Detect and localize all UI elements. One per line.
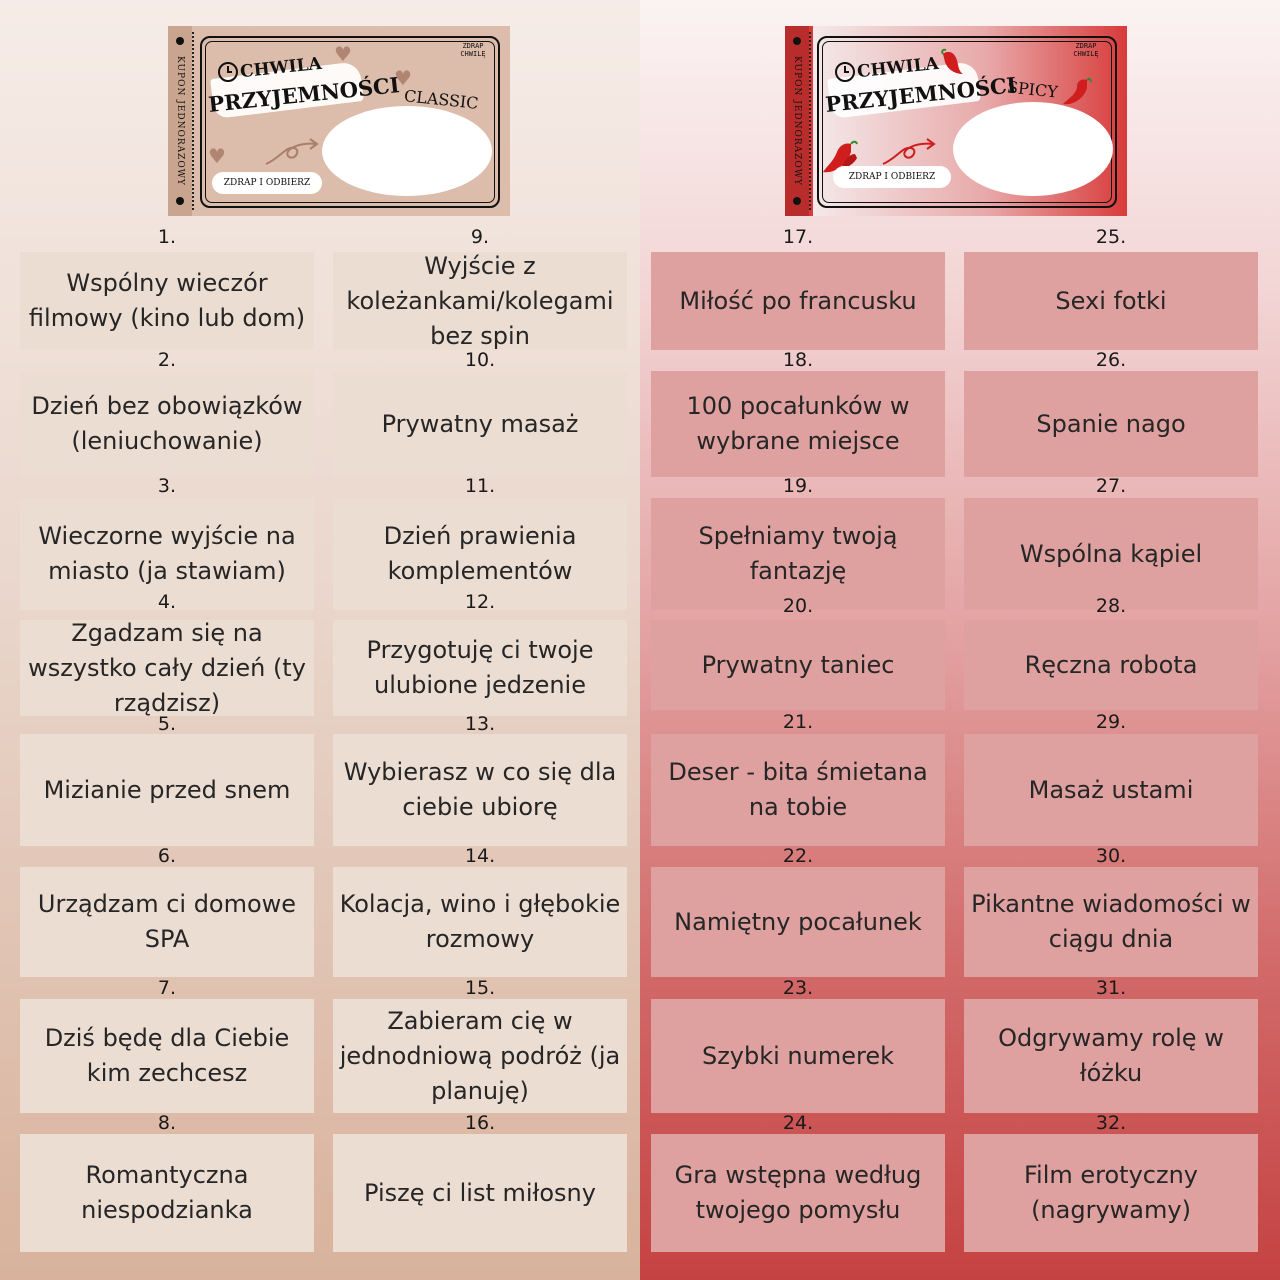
coupon-item-classic: Wyjście z koleżankami/kolegami bez spin [333, 252, 627, 350]
coupon-frame [200, 36, 500, 208]
coupon-item-spicy: Szybki numerek [651, 999, 945, 1113]
coupon-number: 5. [157, 713, 177, 735]
coupon-item-classic: Romantyczna niespodzianka [20, 1134, 314, 1252]
coupon-item-spicy: Odgrywamy rolę w łóżku [964, 999, 1258, 1113]
perforation [809, 32, 811, 210]
coupon-number: 20. [782, 595, 814, 617]
coupon-item-classic: Zabieram cię w jednodniową podróż (ja pl… [333, 999, 627, 1113]
coupon-number: 24. [782, 1112, 814, 1134]
coupon-item-spicy: Deser - bita śmietana na tobie [651, 734, 945, 846]
coupon-item-classic: Przygotuję ci twoje ulubione jedzenie [333, 620, 627, 716]
coupon-number: 11. [464, 475, 496, 497]
coupon-stub: KUPON JEDNORAZOWY [168, 26, 192, 216]
stub-label: KUPON JEDNORAZOWY [792, 56, 802, 186]
coupon-item-classic: Mizianie przed snem [20, 734, 314, 846]
coupon-number: 15. [464, 977, 496, 999]
coupon-body: CHWILA PRZYJEMNOŚCI ZDRAP CHWILĘ SPICY Z… [813, 26, 1127, 216]
coupon-number: 14. [464, 845, 496, 867]
coupon-number: 16. [464, 1112, 496, 1134]
coupon-item-classic: Piszę ci list miłosny [333, 1134, 627, 1252]
clock-icon [218, 62, 238, 82]
chili-pepper-icon [1063, 77, 1092, 105]
heart-icon: ♥ [334, 42, 352, 66]
coupon-item-classic: Wspólny wieczór filmowy (kino lub dom) [20, 252, 314, 350]
coupon-item-classic: Dzień prawienia komplementów [333, 498, 627, 610]
coupon-item-spicy: Wspólna kąpiel [964, 498, 1258, 610]
punch-hole [176, 37, 184, 45]
coupon-number: 19. [782, 475, 814, 497]
coupon-item-spicy: Film erotyczny (nagrywamy) [964, 1134, 1258, 1252]
coupon-number: 8. [157, 1112, 177, 1134]
coupon-number: 17. [782, 226, 814, 248]
coupon-number: 26. [1095, 349, 1127, 371]
coupon-item-spicy: Pikantne wiadomości w ciągu dnia [964, 867, 1258, 977]
coupon-number: 25. [1095, 226, 1127, 248]
coupon-item-classic: Urządzam ci domowe SPA [20, 867, 314, 977]
coupon-number: 31. [1095, 977, 1127, 999]
coupon-item-classic: Prywatny masaż [333, 371, 627, 477]
coupon-number: 10. [464, 349, 496, 371]
heart-icon: ♥ [394, 66, 412, 90]
coupon-number: 7. [157, 977, 177, 999]
scratch-area [322, 106, 492, 196]
coupon-number: 12. [464, 591, 496, 613]
coupon-item-spicy: Prywatny taniec [651, 620, 945, 710]
coupon-number: 9. [470, 226, 490, 248]
coupon-item-spicy: Namiętny pocałunek [651, 867, 945, 977]
clock-icon [835, 62, 855, 82]
punch-hole [176, 197, 184, 205]
coupon-item-spicy: 100 pocałunków w wybrane miejsce [651, 371, 945, 477]
coupon-number: 18. [782, 349, 814, 371]
coupon-item-spicy: Spełniamy twoją fantazję [651, 498, 945, 610]
curly-arrow-icon [882, 138, 936, 165]
chili-pepper-icon [823, 140, 858, 173]
brand-logo: ZDRAP CHWILĘ [460, 42, 486, 58]
coupon-item-classic: Zgadzam się na wszystko cały dzień (ty r… [20, 619, 314, 717]
coupon-number: 22. [782, 845, 814, 867]
punch-hole [793, 37, 801, 45]
coupon-number: 23. [782, 977, 814, 999]
perforation [192, 32, 194, 210]
coupon-item-classic: Wybierasz w co się dla ciebie ubiorę [333, 734, 627, 846]
coupon-item-classic: Wieczorne wyjście na miasto (ja stawiam) [20, 498, 314, 610]
coupon-number: 28. [1095, 595, 1127, 617]
coupon-classic: KUPON JEDNORAZOWY CHWILA PRZYJEMNOŚCI ZD… [168, 26, 510, 216]
coupon-frame [817, 36, 1117, 208]
coupon-item-spicy: Sexi fotki [964, 252, 1258, 350]
brand-logo: ZDRAP CHWILĘ [1073, 42, 1099, 58]
coupon-number: 2. [157, 349, 177, 371]
coupon-body: CHWILA PRZYJEMNOŚCI ZDRAP CHWILĘ CLASSIC… [196, 26, 510, 216]
coupon-stub: KUPON JEDNORAZOWY [785, 26, 809, 216]
coupon-number: 32. [1095, 1112, 1127, 1134]
coupon-number: 3. [157, 475, 177, 497]
coupon-item-spicy: Spanie nago [964, 371, 1258, 477]
coupon-number: 29. [1095, 711, 1127, 733]
claim-label: ZDRAP I ODBIERZ [212, 172, 322, 194]
coupon-spicy: KUPON JEDNORAZOWY CHWILA PRZYJEMNOŚCI ZD… [785, 26, 1127, 216]
coupon-number: 13. [464, 713, 496, 735]
coupon-item-spicy: Ręczna robota [964, 620, 1258, 710]
chili-pepper-icon [941, 48, 963, 74]
coupon-item-classic: Kolacja, wino i głębokie rozmowy [333, 867, 627, 977]
coupon-item-spicy: Miłość po francusku [651, 252, 945, 350]
stub-label: KUPON JEDNORAZOWY [175, 56, 185, 186]
coupon-item-classic: Dziś będę dla Ciebie kim zechcesz [20, 999, 314, 1113]
heart-icon: ♥ [208, 144, 226, 168]
coupon-number: 1. [157, 226, 177, 248]
coupon-number: 21. [782, 711, 814, 733]
coupon-item-spicy: Masaż ustami [964, 734, 1258, 846]
coupon-number: 30. [1095, 845, 1127, 867]
coupon-item-spicy: Gra wstępna według twojego pomysłu [651, 1134, 945, 1252]
coupon-number: 27. [1095, 475, 1127, 497]
scratch-area [953, 102, 1113, 196]
coupon-number: 4. [157, 591, 177, 613]
coupon-number: 6. [157, 845, 177, 867]
claim-label: ZDRAP I ODBIERZ [833, 166, 951, 188]
curly-arrow-icon [265, 138, 319, 165]
coupon-item-classic: Dzień bez obowiązków (leniuchowanie) [20, 371, 314, 477]
punch-hole [793, 197, 801, 205]
